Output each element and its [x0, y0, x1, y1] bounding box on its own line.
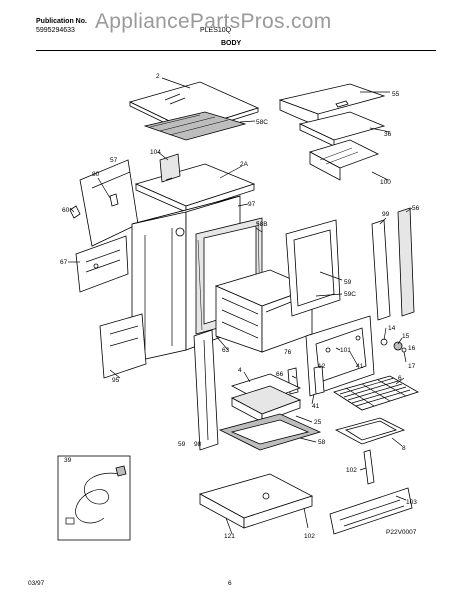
callout-103: 103 [406, 499, 417, 506]
watermark: AppliancePartsPros.com [95, 10, 332, 33]
part-oven-rack [333, 375, 419, 411]
part-door-glass [334, 417, 406, 445]
callout-76: 76 [284, 349, 292, 356]
callout-60: 60 [62, 207, 70, 214]
callout-17: 17 [408, 363, 416, 370]
part-kick-plate [329, 487, 413, 535]
callout-59c: 59C [344, 291, 356, 298]
callout-121: 121 [224, 533, 235, 540]
callout-99: 99 [382, 211, 390, 218]
callout-14: 14 [388, 325, 396, 332]
section-title: BODY [221, 40, 242, 47]
callout-102b: 102 [304, 533, 315, 540]
part-oven-top [134, 153, 256, 213]
callout-97: 97 [248, 201, 256, 208]
callout-100: 100 [380, 179, 391, 186]
callout-104: 104 [150, 149, 161, 156]
callout-6: 6 [398, 375, 402, 382]
callout-67: 67 [60, 259, 68, 266]
callout-59b: 59 [178, 441, 186, 448]
callout-58: 58 [318, 439, 326, 446]
header-rule [36, 50, 436, 51]
part-bottom-frame [218, 413, 322, 451]
callout-41: 41 [356, 363, 364, 370]
callout-80: 80 [92, 171, 100, 178]
callout-101: 101 [340, 347, 351, 354]
part-rear-frame [285, 219, 341, 317]
part-bracket [363, 449, 375, 485]
callout-41b: 41 [312, 403, 320, 410]
callout-63: 63 [222, 347, 230, 354]
part-left-back-panel [75, 235, 129, 293]
footer-page: 6 [228, 580, 232, 587]
part-base-tray [198, 473, 314, 529]
footer-date: 03/97 [28, 580, 45, 587]
callout-55: 55 [392, 91, 400, 98]
callout-66: 66 [276, 371, 284, 378]
callout-98: 98 [194, 441, 202, 448]
diagram-code: P22V0007 [386, 529, 417, 536]
model-number: PLES10Q [200, 27, 232, 34]
callout-102: 102 [346, 467, 357, 474]
publication-label: Publication No. [36, 18, 87, 25]
callout-12: 12 [318, 363, 326, 370]
publication-number: 5995294633 [36, 27, 75, 34]
callout-2: 2 [156, 73, 160, 80]
callout-36: 36 [384, 131, 392, 138]
callout-59: 59 [344, 279, 352, 286]
callout-58c-top: 58C [256, 119, 268, 126]
part-left-side-strip [99, 313, 147, 379]
part-right-trim [371, 207, 415, 321]
part-left-side-panel [69, 159, 139, 247]
part-front-pillar [193, 329, 219, 451]
part-power-cord-box [57, 455, 131, 541]
part-top-bracket [143, 111, 247, 141]
callout-95: 95 [112, 377, 120, 384]
callout-56: 56 [412, 205, 420, 212]
callout-8: 8 [402, 445, 406, 452]
part-hinge-hardware [380, 338, 407, 353]
callout-16: 16 [408, 345, 416, 352]
callout-15: 15 [402, 333, 410, 340]
callout-25: 25 [314, 419, 322, 426]
part-vent-duct [298, 111, 386, 147]
callout-labels: 2 55 58C 36 100 104 2A 57 80 60 97 58B 9… [60, 73, 420, 540]
leader-lines [68, 77, 413, 535]
callout-57: 57 [110, 157, 118, 164]
callout-4: 4 [238, 367, 242, 374]
callout-58b: 58B [256, 221, 268, 228]
callout-39: 39 [64, 457, 72, 464]
part-heat-shield [308, 139, 380, 181]
callout-2a: 2A [240, 161, 249, 168]
